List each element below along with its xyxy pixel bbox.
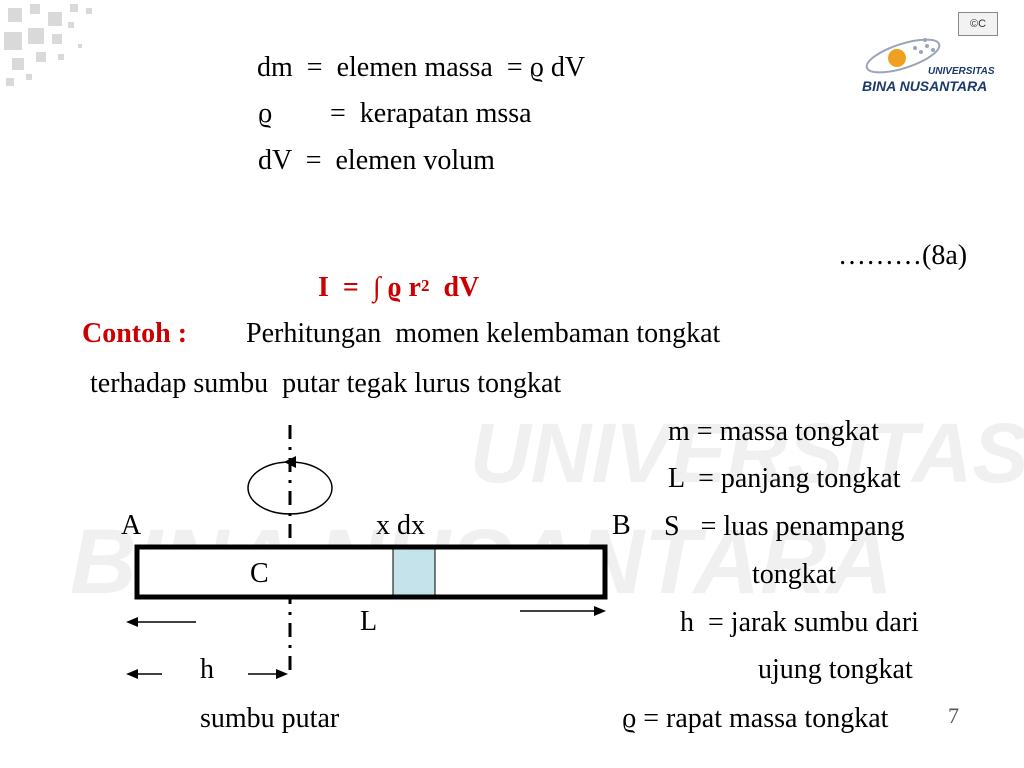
- legend-h1: h = jarak sumbu dari: [680, 607, 919, 638]
- copyright-badge-icon: ©C: [958, 12, 998, 36]
- legend-S2: tongkat: [752, 559, 836, 590]
- equation-main: I = ∫ ϱ r: [318, 272, 421, 303]
- definition-dv: dV = elemen volum: [258, 145, 495, 176]
- legend-m: m = massa tongkat: [668, 416, 879, 447]
- watermark-line1: UNIVERSITAS: [470, 406, 1024, 500]
- equation-number: ………(8a): [838, 240, 968, 271]
- legend-S1: S = luas penampang: [664, 511, 905, 542]
- label-B: B: [612, 510, 631, 541]
- equation-tail: dV: [429, 272, 480, 303]
- logo-text-universitas: UNIVERSITAS: [928, 66, 995, 77]
- equation-8a: I = ∫ ϱ r2 dV: [290, 240, 479, 336]
- mass-element-dx: [392, 548, 436, 596]
- logo-text-binus: BINA NUSANTARA: [862, 78, 988, 94]
- legend-L: L = panjang tongkat: [668, 463, 901, 494]
- example-label: Contoh :: [82, 318, 188, 349]
- definition-dm: dm = elemen massa = ϱ dV: [257, 52, 586, 83]
- arrow-left-icon: [126, 617, 138, 627]
- label-xdx: x dx: [376, 510, 425, 541]
- label-axis: sumbu putar: [200, 703, 340, 734]
- label-L: L: [360, 606, 378, 637]
- legend-h2: ujung tongkat: [758, 654, 913, 685]
- page-number: 7: [948, 703, 959, 728]
- label-C: C: [250, 558, 269, 589]
- label-A: A: [121, 510, 142, 541]
- example-line2: terhadap sumbu putar tegak lurus tongkat: [90, 368, 562, 399]
- arrow-right-icon: [594, 606, 606, 616]
- legend-rho: ϱ = rapat massa tongkat: [622, 703, 889, 734]
- definition-rho-text: = kerapatan mssa: [330, 98, 532, 129]
- rod: [134, 544, 608, 600]
- example-line1: Perhitungan momen kelembaman tongkat: [246, 318, 721, 349]
- logo-emblem-icon: [865, 38, 941, 74]
- h-arrow-right-icon: [276, 669, 288, 679]
- label-h: h: [200, 654, 214, 685]
- equation-exponent: 2: [420, 276, 430, 295]
- h-arrow-left-icon: [126, 669, 138, 679]
- definition-rho-symbol: ϱ: [258, 98, 273, 129]
